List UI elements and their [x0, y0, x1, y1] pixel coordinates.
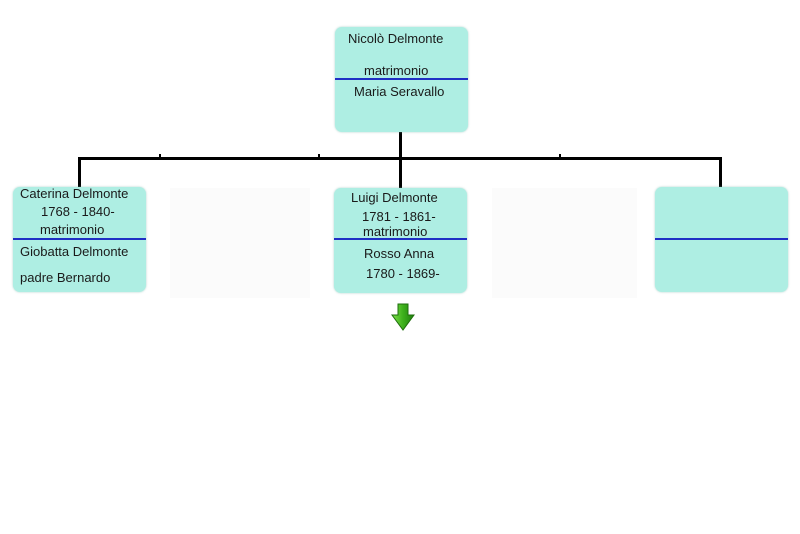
- bar-tick: [159, 154, 161, 157]
- child-card-caterina[interactable]: Caterina Delmonte 1768 - 1840- matrimoni…: [13, 186, 146, 292]
- spouse-separator: [335, 78, 468, 80]
- child-card-luigi[interactable]: Luigi Delmonte 1781 - 1861- matrimonio R…: [334, 188, 467, 293]
- spouse-dates: 1780 - 1869-: [366, 266, 440, 281]
- spouse-note: padre Bernardo: [20, 270, 111, 285]
- child-2-connector: [399, 157, 402, 188]
- spouse-separator: [655, 238, 788, 240]
- child-1-connector: [78, 157, 81, 187]
- root-person-card[interactable]: Nicolò Delmonte matrimonio Maria Seraval…: [335, 27, 468, 132]
- spouse-name: Rosso Anna: [364, 246, 435, 261]
- bar-tick: [318, 154, 320, 157]
- root-down-connector: [399, 132, 402, 159]
- spouse-separator: [334, 238, 467, 240]
- child-card-empty[interactable]: [655, 187, 788, 292]
- spouse-name: Maria Seravallo: [354, 84, 445, 99]
- person-name: Caterina Delmonte: [20, 186, 129, 201]
- marriage-label: matrimonio: [40, 222, 105, 237]
- down-arrow-icon[interactable]: [391, 303, 415, 331]
- spouse-separator: [13, 238, 146, 240]
- empty-slot: [492, 188, 637, 298]
- bar-tick: [559, 154, 561, 157]
- empty-slot: [170, 188, 310, 298]
- child-3-connector: [719, 157, 722, 187]
- person-dates: 1781 - 1861-: [362, 209, 436, 224]
- person-name: Nicolò Delmonte: [348, 31, 444, 46]
- person-dates: 1768 - 1840-: [41, 204, 115, 219]
- person-name: Luigi Delmonte: [351, 190, 438, 205]
- marriage-label: matrimonio: [363, 224, 428, 239]
- marriage-label: matrimonio: [364, 63, 429, 78]
- spouse-name: Giobatta Delmonte: [20, 244, 129, 259]
